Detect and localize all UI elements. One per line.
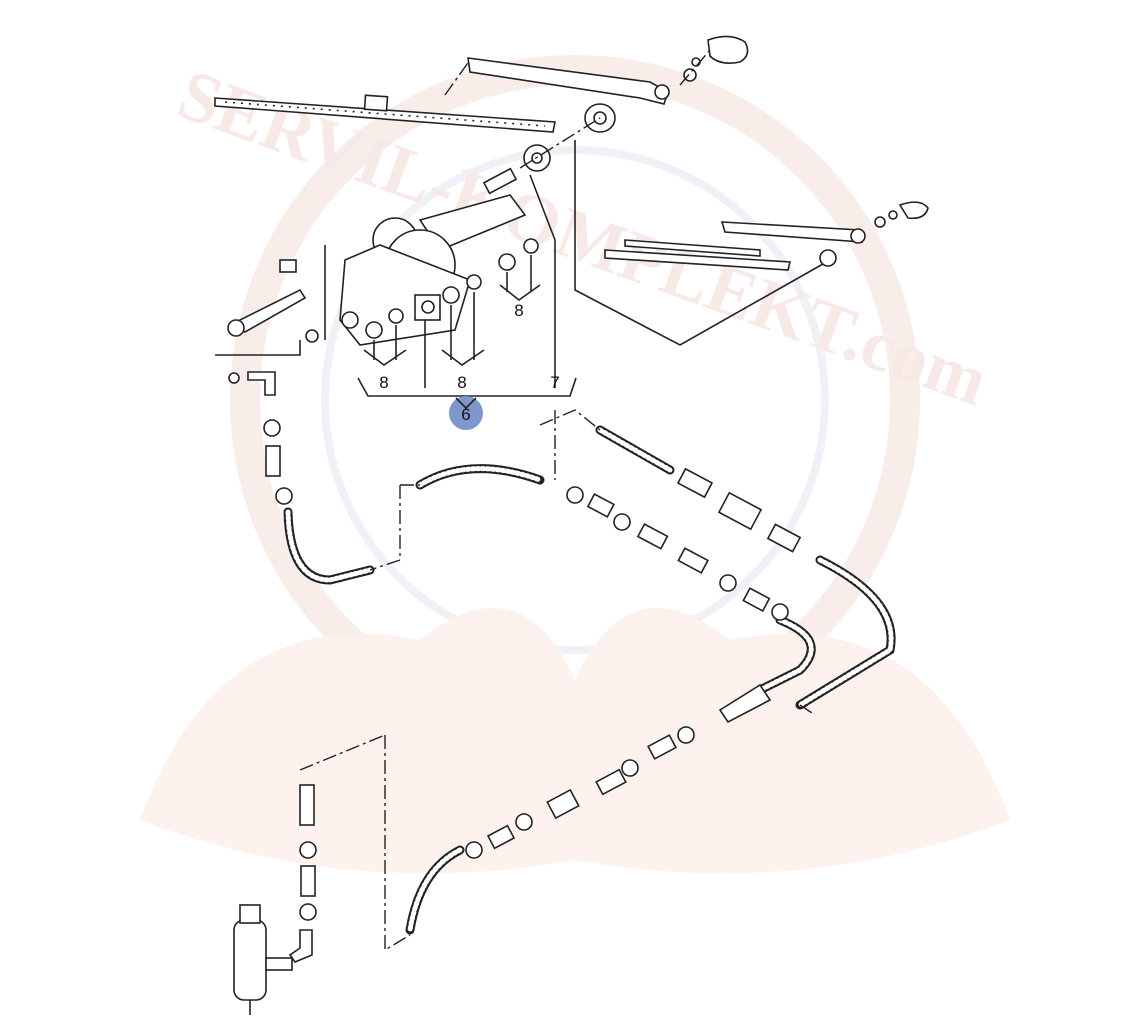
wiper-motor xyxy=(339,167,527,346)
callout-8-middle[interactable]: 8 xyxy=(457,373,466,392)
section-lines xyxy=(299,409,816,952)
grommet-set xyxy=(305,238,539,343)
front-wiper-assembly xyxy=(604,201,929,271)
rear-wiper-blade xyxy=(214,94,556,133)
callout-8-left[interactable]: 8 xyxy=(379,373,388,392)
washer-hoses xyxy=(283,425,896,935)
callout-6[interactable]: 6 xyxy=(461,405,470,424)
callout-7[interactable]: 7 xyxy=(550,373,559,392)
callout-8-right[interactable]: 8 xyxy=(514,301,523,320)
leader-lines xyxy=(215,140,831,400)
washer-jet-parts xyxy=(227,259,307,505)
callout-6-highlight[interactable] xyxy=(449,396,483,430)
washer-pump xyxy=(233,784,317,1015)
hose-connectors xyxy=(465,467,802,859)
